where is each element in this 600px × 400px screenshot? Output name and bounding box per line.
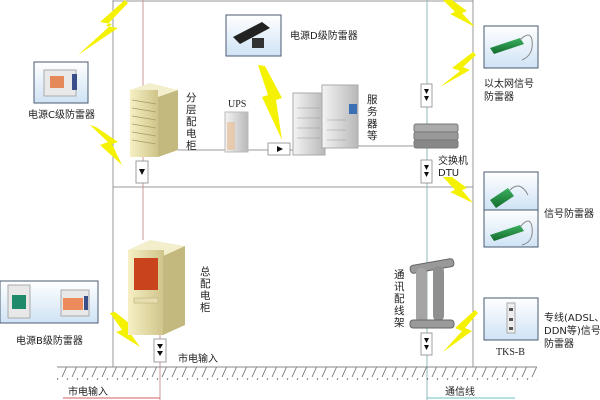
switch-label: 交换机 — [438, 154, 468, 167]
label-char: 总 — [200, 265, 211, 278]
ethernet-spd — [483, 25, 539, 69]
label-char: 分 — [186, 92, 197, 104]
label-char: 配 — [394, 293, 405, 305]
ups-unit — [224, 111, 249, 153]
label-char: 务 — [367, 105, 378, 118]
building-frame — [112, 0, 474, 400]
comm-distribution-frame — [409, 258, 455, 329]
lightning-icon — [443, 177, 473, 203]
label-char: 等 — [367, 129, 378, 142]
tks-b-label: TKS-B — [496, 347, 525, 358]
label-char: 器 — [367, 118, 378, 130]
arrow-box-down — [420, 159, 433, 184]
label-char: 架 — [394, 317, 405, 329]
mains-input-inner-label: 市电输入 — [178, 352, 218, 365]
power-b-spd — [0, 280, 99, 324]
power-c-spd — [33, 61, 89, 104]
label-char: 配 — [186, 116, 197, 128]
mains-input-outer-label: 市电输入 — [68, 385, 108, 398]
floor-cabinet-label: 分 层 配 电 柜 — [186, 92, 197, 152]
label-char: 电 — [200, 289, 211, 302]
power-d-spd — [225, 14, 282, 57]
main-distribution-cabinet — [128, 240, 185, 335]
dedicated-spd-label: 防雷器 — [544, 337, 574, 350]
main-cabinet-label: 总 配 电 柜 — [200, 265, 211, 314]
server-label: 服 务 器 等 — [367, 94, 378, 142]
label-char: 服 — [367, 94, 378, 106]
dedicated-spd-label: 专线(ADSL、 — [544, 311, 600, 324]
signal-spd-label: 信号防雷器 — [544, 207, 594, 220]
label-char: 讯 — [394, 280, 405, 293]
network-switch — [413, 123, 459, 149]
label-char: 配 — [200, 278, 211, 290]
comm-rack-label: 通 讯 配 线 架 — [394, 269, 405, 329]
server-racks — [292, 84, 359, 156]
ups-label: UPS — [228, 99, 246, 110]
label-char: 柜 — [200, 301, 211, 314]
comm-line-label: 通信线 — [445, 385, 475, 398]
floor-distribution-cabinet — [130, 83, 178, 157]
lightning-icon — [110, 312, 140, 347]
label-char: 通 — [394, 269, 405, 281]
arrow-box-down — [420, 83, 433, 108]
lightning-icon — [443, 310, 478, 352]
dedicated-spd-label: DDN等)信号 — [544, 324, 600, 337]
arrow-box-down — [135, 160, 149, 184]
lightning-icon — [440, 52, 476, 87]
lightning-bolts — [78, 0, 478, 352]
arrow-box-right — [267, 142, 291, 156]
arrow-box-down — [420, 332, 433, 356]
ethernet-spd-label: 防雷器 — [484, 90, 514, 103]
power-b-spd-label: 电源B级防雷器 — [16, 334, 83, 347]
label-char: 柜 — [186, 139, 197, 152]
label-char: 线 — [394, 304, 405, 317]
power-c-spd-label: 电源C级防雷器 — [28, 108, 95, 121]
lightning-icon — [90, 125, 122, 165]
lightning-icon — [443, 0, 475, 27]
arrow-box-down — [153, 338, 167, 363]
label-char: 层 — [186, 104, 197, 116]
tks-b-spd — [483, 297, 539, 341]
ethernet-spd-label: 以太网信号 — [484, 77, 534, 90]
power-d-spd-label: 电源D级防雷器 — [290, 29, 358, 42]
dtu-label: DTU — [438, 168, 459, 179]
signal-spd — [483, 171, 539, 248]
lightning-icon — [78, 0, 128, 55]
ground — [57, 366, 537, 399]
lightning-icon — [258, 65, 282, 140]
label-char: 电 — [186, 127, 197, 140]
